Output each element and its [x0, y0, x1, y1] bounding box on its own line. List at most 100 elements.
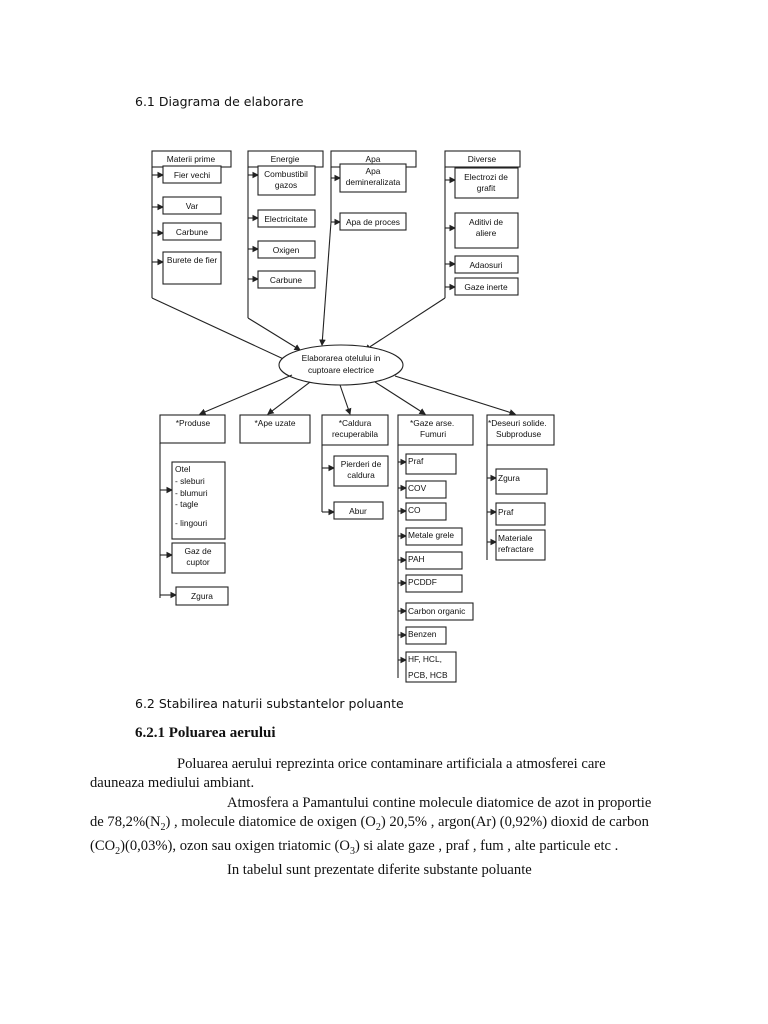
paragraph-3-line: In tabelul sunt prezentate diferite subs…	[227, 861, 532, 878]
label-zgura-deseuri: Zgura	[498, 473, 520, 483]
header-deseuri-label-1: *Deseuri solide.	[488, 418, 547, 428]
label-blumuri: - blumuri	[175, 488, 208, 498]
subscript-o2: 2	[375, 821, 381, 833]
box-praf-gaze	[405, 453, 457, 475]
box-burete-de-fier	[162, 251, 222, 285]
connector-arrow	[339, 384, 352, 416]
label-caldura: caldura	[347, 470, 375, 480]
label-carbune-en: Carbune	[270, 275, 302, 285]
label-oxigen: Oxigen	[273, 245, 300, 255]
box-apa-demineralizata	[339, 163, 407, 193]
label-pcb-hcb: PCB, HCB	[408, 670, 448, 680]
subscript-co2: 2	[115, 845, 121, 857]
label-apa: Apa	[366, 166, 381, 176]
label-aditivi: Aditivi de	[469, 217, 503, 227]
connector-arrow	[319, 221, 332, 347]
label-otel: Otel	[175, 464, 190, 474]
box-aditivi-de-aliere	[454, 212, 519, 249]
header-ape-uzate	[239, 414, 311, 444]
label-pcddf: PCDDF	[408, 577, 437, 587]
section-heading-6-2-1: 6.2.1 Poluarea aerului	[135, 725, 276, 741]
label-grafit: grafit	[477, 183, 496, 193]
label-var: Var	[186, 201, 199, 211]
header-diverse	[444, 150, 521, 168]
label-lingouri: - lingouri	[175, 518, 207, 528]
paragraph-1-line-2: dauneaza mediului ambiant.	[90, 775, 255, 791]
paragraph-1-line-1: Poluarea aerului reprezinta orice contam…	[177, 756, 606, 772]
header-materii-prime-label: Materii prime	[167, 154, 216, 164]
paragraph-2-line-3: (CO2)(0,03%), ozon sau oxigen triatomic …	[90, 837, 690, 861]
box-cov	[405, 480, 447, 499]
label-hf-hcl: HF, HCL,	[408, 654, 442, 664]
p2-text-g: ) si alate gaze , praf , fum , alte part…	[354, 837, 619, 854]
header-ape-uzate-label: *Ape uzate	[255, 418, 296, 428]
box-praf-deseuri	[495, 502, 546, 526]
label-apa-de-proces: Apa de proces	[346, 217, 400, 227]
box-zgura-produse	[175, 586, 229, 606]
header-gaze-label-1: *Gaze arse.	[410, 418, 454, 428]
label-zgura-produse: Zgura	[191, 591, 213, 601]
box-carbune-en	[257, 270, 316, 289]
paragraph-2: Atmosfera a Pamantului contine molecule …	[90, 794, 690, 880]
box-oxigen	[257, 240, 316, 259]
label-materiale: Materiale	[498, 533, 533, 543]
label-electrozi: Electrozi de	[464, 172, 508, 182]
center-label-1: Elaborarea otelului in	[302, 353, 381, 363]
label-fier-vechi: Fier vechi	[174, 170, 210, 180]
box-combustibil-gazos	[257, 165, 316, 196]
connector-arrow	[247, 317, 301, 351]
p2-text-d: ) 20,5% , argon(Ar) (0,92%) dioxid de ca…	[380, 814, 649, 830]
label-metale-grele: Metale grele	[408, 530, 454, 540]
center-label-2: cuptoare electrice	[308, 365, 374, 375]
label-carbune-mp: Carbune	[176, 227, 208, 237]
connector-arrow	[267, 381, 311, 415]
connector-arrow	[151, 297, 291, 363]
label-combustibil: Combustibil	[264, 169, 308, 179]
p2-text-c: ) , molecule diatomice de oxigen (O	[165, 814, 376, 830]
box-hf-hcl-pcb-hcb	[405, 651, 457, 683]
header-gaze-arse	[397, 414, 474, 446]
header-caldura	[321, 414, 389, 446]
paragraph-2-line-1: Atmosfera a Pamantului contine molecule …	[227, 795, 652, 811]
p2-text-b: de 78,2%(N	[90, 814, 161, 830]
box-electrozi-de-grafit	[454, 167, 519, 199]
label-co: CO	[408, 505, 421, 515]
header-energie-label: Energie	[271, 154, 300, 164]
box-electricitate	[257, 209, 316, 228]
header-diverse-label: Diverse	[468, 154, 497, 164]
connector-arrow	[198, 374, 293, 415]
p2-text-f: )(0,03%), ozon sau oxigen triatomic (O	[120, 837, 350, 854]
box-pcddf	[405, 574, 463, 593]
box-pierderi-de-caldura	[333, 455, 389, 487]
box-otel	[171, 461, 226, 540]
box-co	[405, 502, 447, 521]
label-adaosuri: Adaosuri	[469, 260, 502, 270]
connector-arrow	[394, 375, 517, 416]
box-carbune-mp	[162, 222, 222, 241]
label-carbon-organic: Carbon organic	[408, 606, 465, 616]
box-carbon-organic	[405, 602, 474, 621]
label-burete-de-fier: Burete de fier	[167, 255, 217, 265]
box-apa-de-proces	[339, 212, 407, 231]
header-caldura-label-2: recuperabila	[332, 429, 378, 439]
header-apa-label: Apa	[366, 154, 381, 164]
box-fier-vechi	[162, 165, 222, 184]
label-aliere: aliere	[476, 228, 497, 238]
header-produse	[159, 414, 226, 444]
box-zgura-deseuri	[495, 468, 548, 495]
paragraph-2-line-2: de 78,2%(N2) , molecule diatomice de oxi…	[90, 813, 690, 837]
label-gazos: gazos	[275, 180, 297, 190]
section-heading-6-1: 6.1 Diagrama de elaborare	[135, 94, 304, 109]
label-pierderi-de: Pierderi de	[341, 459, 382, 469]
header-produse-label: *Produse	[176, 418, 211, 428]
header-deseuri-label-2: Subproduse	[496, 429, 542, 439]
label-electricitate: Electricitate	[264, 214, 308, 224]
box-abur	[333, 501, 384, 520]
label-demineralizata: demineralizata	[346, 177, 401, 187]
label-pah: PAH	[408, 554, 425, 564]
subscript-n2: 2	[160, 821, 166, 833]
section-heading-6-2: 6.2 Stabilirea naturii substantelor polu…	[135, 696, 404, 711]
label-tagle: - tagle	[175, 499, 199, 509]
header-gaze-label-2: Fumuri	[420, 429, 446, 439]
p2-text-e: (CO	[90, 837, 116, 854]
